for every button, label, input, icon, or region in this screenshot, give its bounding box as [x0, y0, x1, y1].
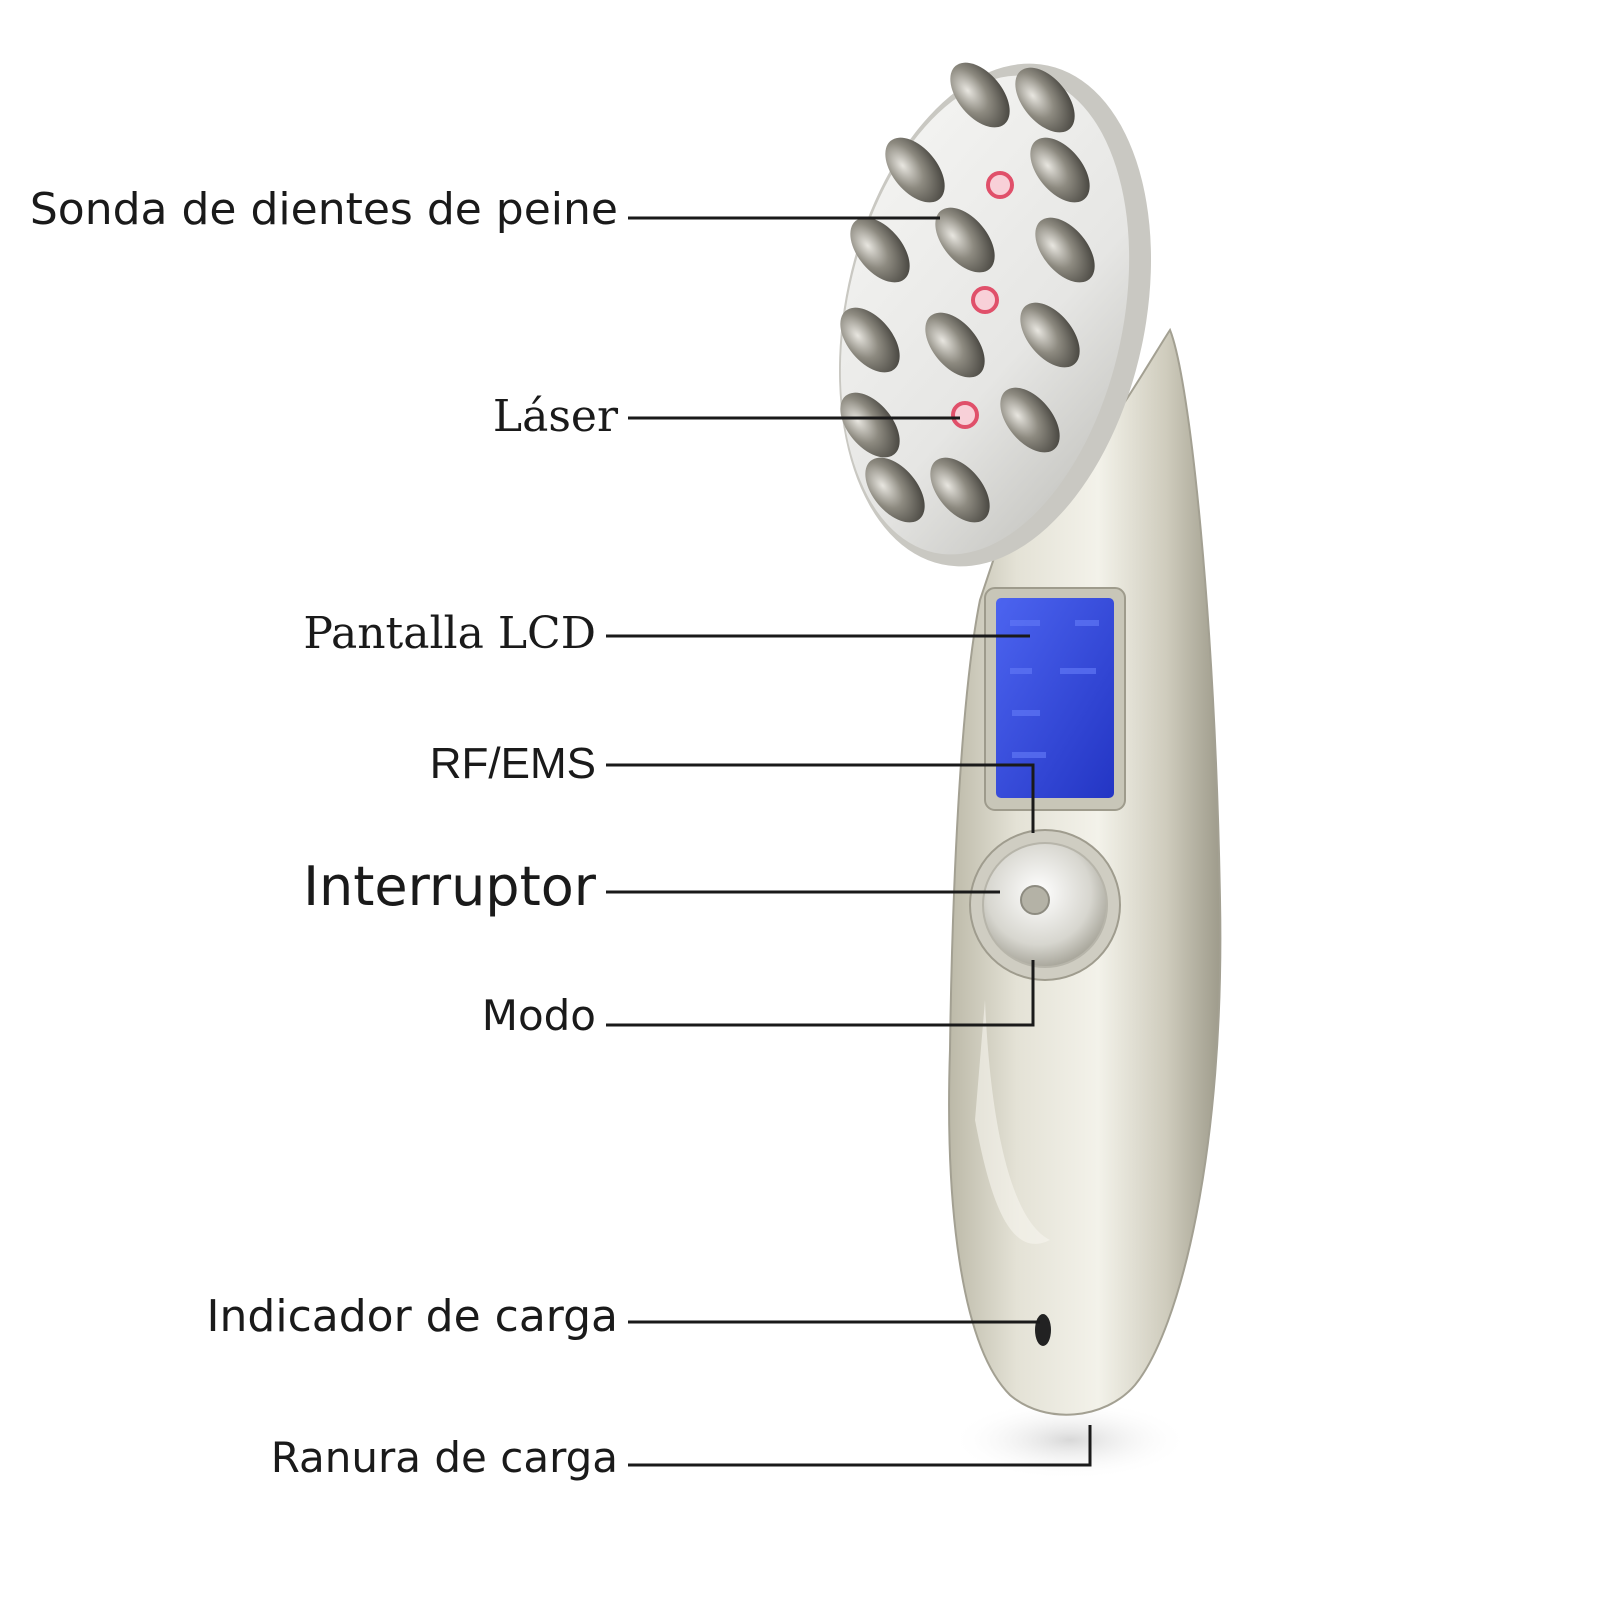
label-lcd: Pantalla LCD — [303, 608, 596, 659]
label-charge-slot: Ranura de carga — [270, 1433, 618, 1482]
label-laser: Láser — [492, 391, 618, 442]
label-switch: Interruptor — [303, 855, 596, 918]
laser-diodes — [951, 171, 1014, 429]
power-button — [1020, 885, 1050, 915]
handle-highlight — [975, 1000, 1050, 1244]
comb-pins — [840, 62, 1095, 523]
label-charge-indicator: Indicador de carga — [206, 1291, 618, 1342]
label-comb-probe: Sonda de dientes de peine — [29, 184, 618, 235]
lcd-segments — [1010, 620, 1099, 758]
charge-indicator-light — [1035, 1314, 1051, 1346]
label-mode: Modo — [481, 991, 596, 1040]
label-rf-ems: RF/EMS — [429, 739, 596, 788]
lcd-screen — [996, 598, 1114, 798]
